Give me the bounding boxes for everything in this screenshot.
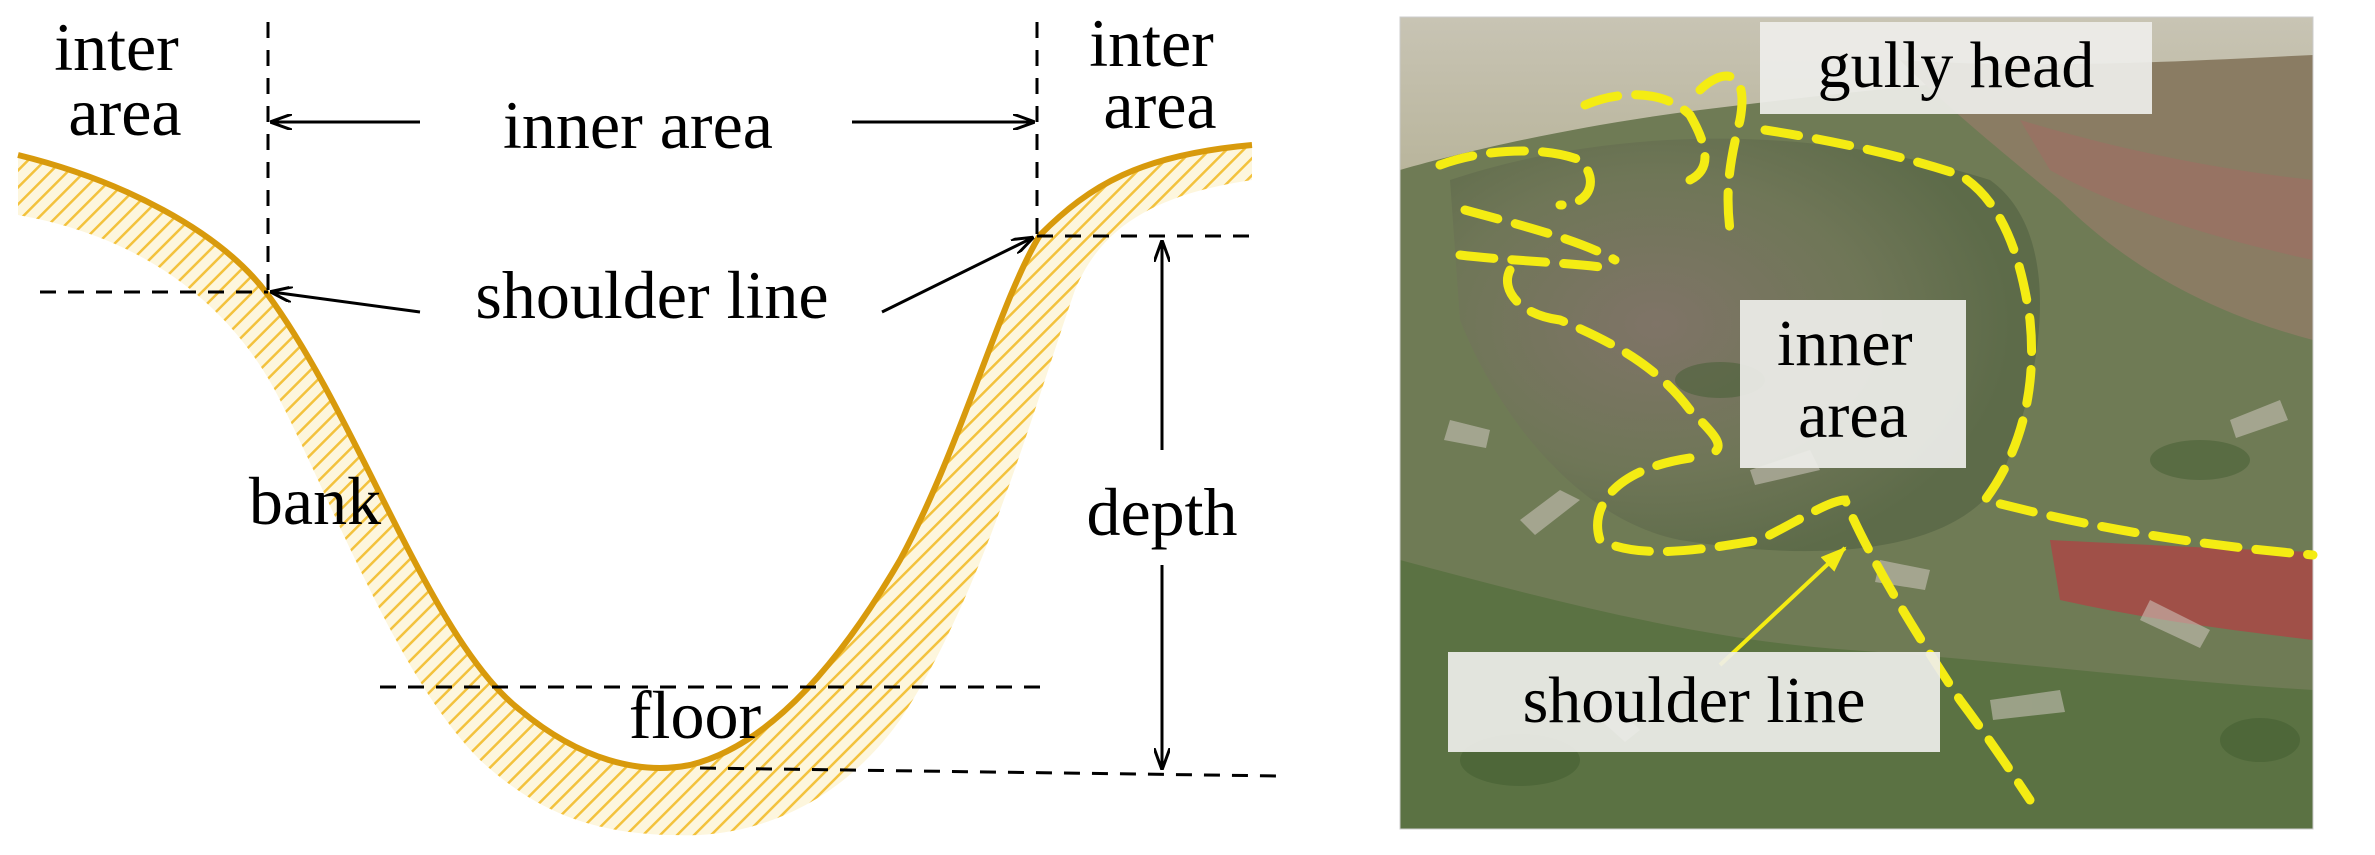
gully-head-label: gully head — [1818, 29, 2095, 102]
photo-inner-area-label: inner area — [1777, 307, 1929, 452]
aerial-photo-panel: gully head inner area shoulder line — [1399, 16, 2318, 830]
shoulder-arrow-left — [272, 292, 421, 314]
shoulder-line-label: shoulder line — [475, 257, 828, 333]
soil-hatch-band — [18, 145, 1252, 836]
depth-label: depth — [1086, 474, 1237, 550]
inter-area-right-label: inter area — [1089, 5, 1231, 143]
inner-area-tag: inner area — [1740, 300, 1966, 468]
inter-area-left-label: inter area — [54, 9, 196, 150]
shoulder-arrow-right — [881, 238, 1032, 314]
bank-label: bank — [249, 463, 381, 539]
cross-section-diagram: inter area inter area inner area shoulde… — [17, 5, 1281, 836]
bottom-line — [699, 766, 1281, 778]
shoulder-line-pointer — [1718, 546, 1847, 667]
shoulder-line-tag: shoulder line — [1448, 652, 1940, 752]
gully-outline — [1435, 71, 2318, 805]
inner-area-label: inner area — [503, 87, 773, 163]
photo-shoulder-line-label: shoulder line — [1523, 664, 1866, 737]
dashed-guides — [40, 22, 1281, 778]
floor-label: floor — [629, 677, 762, 753]
gully-head-tag: gully head — [1760, 22, 2152, 114]
